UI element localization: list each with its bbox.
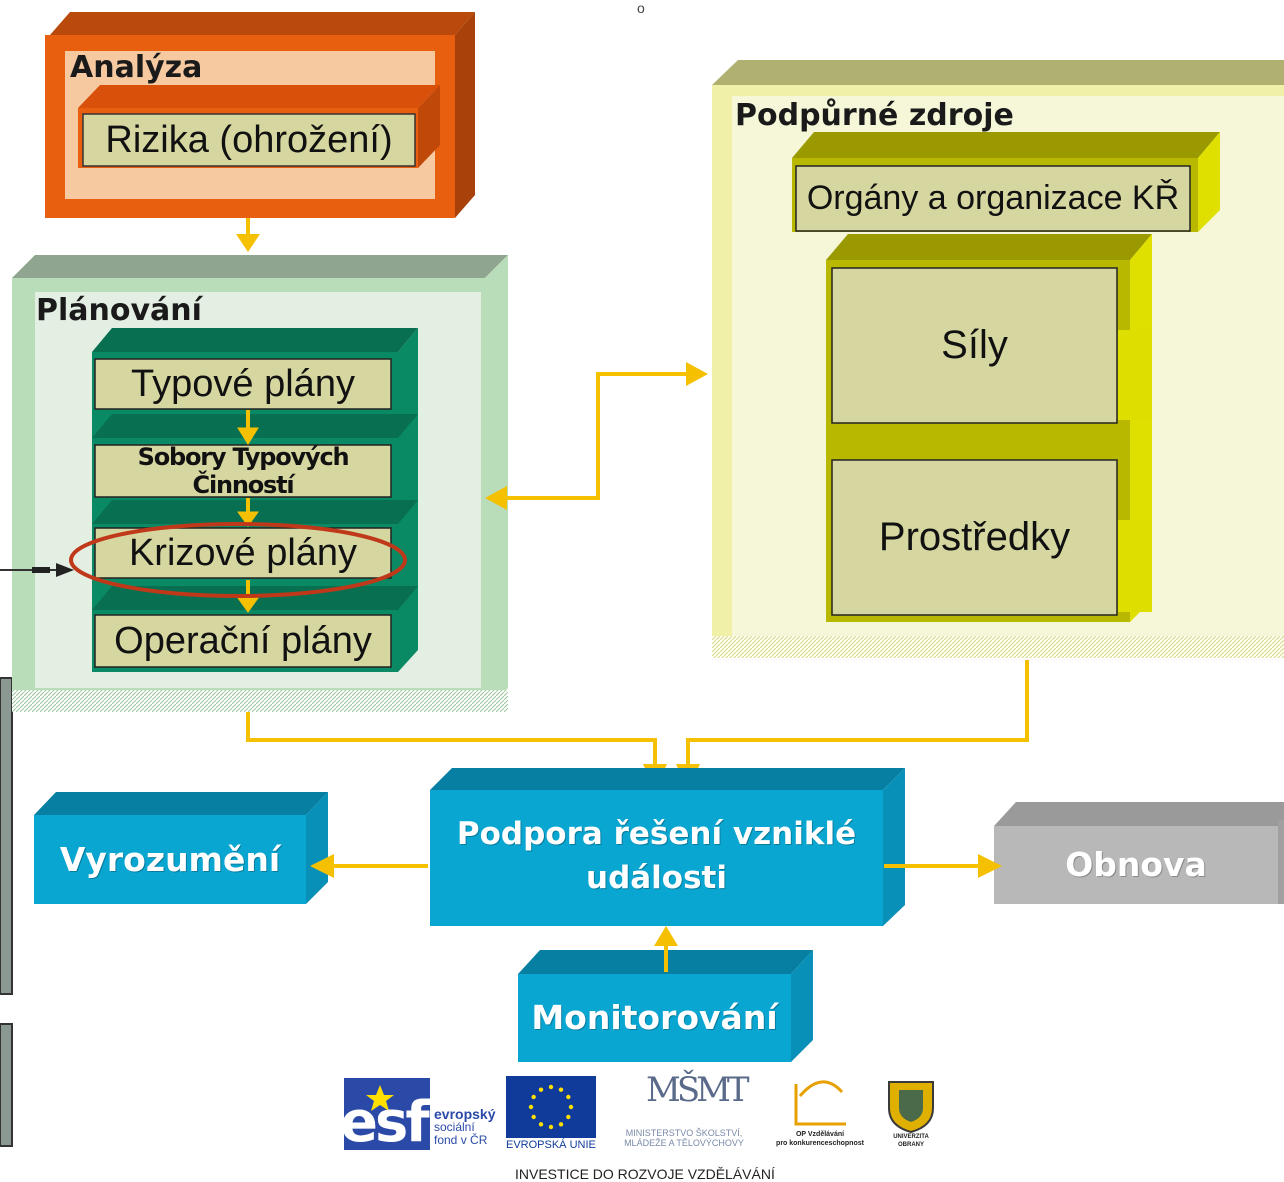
eu-star	[531, 1114, 536, 1120]
univ-text-2: OBRANY	[897, 1142, 924, 1148]
support-title: Podpůrné zdroje	[735, 98, 1014, 133]
esf-text-3: fond v ČR	[434, 1133, 488, 1147]
esf-logo	[344, 1078, 430, 1150]
recovery-label: Obnova	[1065, 845, 1207, 884]
eu-label: EVROPSKÁ UNIE	[506, 1139, 596, 1151]
eu-star	[538, 1087, 544, 1092]
notify-box	[34, 792, 328, 904]
planning-item-krizove: Krizové plány	[128, 531, 358, 574]
eu-star	[538, 1122, 544, 1127]
esf-text-1: evropský	[434, 1106, 496, 1122]
msmt-text-1: MINISTERSTVO ŠKOLSTVÍ,	[625, 1128, 743, 1138]
msmt-logo: MŠMT	[646, 1070, 750, 1110]
univ-text-1: UNIVERZITA	[893, 1134, 929, 1140]
support-block	[712, 60, 1284, 658]
support-item-prostredky: Prostředky	[878, 515, 1071, 559]
eu-star	[528, 1104, 534, 1110]
monitoring-box	[518, 950, 813, 1062]
eu-star	[558, 1087, 564, 1092]
left-edge-bar-bottom	[0, 1023, 13, 1147]
op-logo	[794, 1080, 846, 1126]
monitoring-label: Monitorování	[531, 998, 778, 1037]
highlight-ellipse	[69, 522, 407, 598]
esf-logo-text: esf	[340, 1090, 430, 1155]
planning-item-sobory: Sobory Typových Činností	[137, 443, 350, 499]
planning-item-operacni: Operační plány	[114, 619, 372, 662]
planning-block	[12, 255, 508, 712]
center-line-2: události	[586, 860, 727, 896]
planning-stack	[92, 328, 418, 672]
eu-star	[548, 1124, 554, 1130]
eu-star	[531, 1094, 536, 1100]
left-edge-bar-top	[0, 677, 13, 995]
eu-star	[568, 1104, 574, 1110]
planning-title: Plánování	[36, 293, 202, 328]
analysis-item: Rizika (ohrožení)	[105, 118, 393, 161]
op-text-2: pro konkurenceschopnost	[776, 1140, 864, 1147]
support-item-organy: Orgány a organizace KŘ	[806, 179, 1180, 217]
eu-star	[558, 1122, 564, 1127]
msmt-text-2: MLÁDEŽE A TĚLOVÝCHOVY	[624, 1138, 744, 1148]
eu-stars	[528, 1084, 574, 1130]
pointer-arrow	[0, 563, 74, 577]
support-item-sily: Síly	[941, 323, 1008, 367]
esf-text: evropský sociální fond v ČR	[434, 1106, 496, 1147]
univ-text: UNIVERZITA OBRANY	[880, 1133, 942, 1149]
eu-star	[566, 1114, 571, 1120]
eu-star	[548, 1084, 554, 1090]
msmt-text: MINISTERSTVO ŠKOLSTVÍ, MLÁDEŽE A TĚLOVÝC…	[604, 1128, 764, 1148]
recovery-box	[994, 802, 1284, 904]
op-text-1: OP Vzdělávání	[795, 1131, 845, 1138]
eu-star	[566, 1094, 571, 1100]
op-text: OP Vzdělávání pro konkurenceschopnost	[766, 1130, 874, 1148]
analysis-title: Analýza	[70, 50, 203, 85]
planning-item-typove: Typové plány	[131, 362, 355, 405]
analysis-block	[45, 12, 475, 218]
center-label: Podpora řešení vzniklé události	[430, 812, 883, 900]
connector-planning-support	[505, 372, 690, 500]
top-mark: o	[637, 0, 645, 16]
univerzita-obrany-logo	[888, 1081, 934, 1134]
center-box	[430, 768, 905, 926]
esf-text-2: sociální	[434, 1120, 475, 1134]
investice-text: INVESTICE DO ROZVOJE VZDĚLÁVÁNÍ	[515, 1166, 775, 1182]
notify-label: Vyrozumění	[59, 840, 281, 879]
center-line-1: Podpora řešení vzniklé	[456, 816, 857, 852]
